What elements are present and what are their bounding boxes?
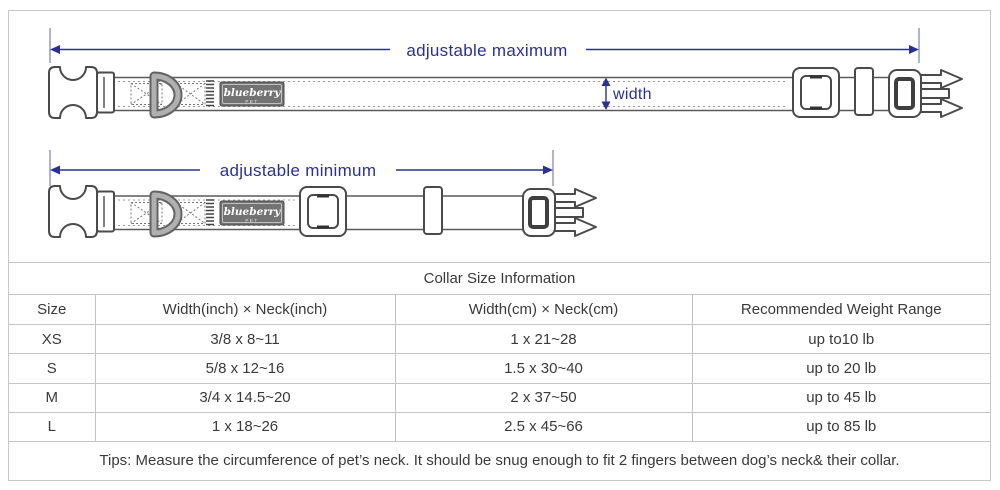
content-frame: adjustable maximum	[8, 10, 991, 481]
table-row-xs: XS 3/8 x 8~11 1 x 21~28 up to10 lb	[8, 324, 991, 355]
table-row-l: L 1 x 18~26 2.5 x 45~66 up to 85 lb	[8, 411, 991, 443]
cell-cm: 2.5 x 45~66	[394, 411, 693, 443]
min-dimension-label: adjustable minimum	[220, 161, 377, 180]
table-title-row: Collar Size Information	[8, 262, 991, 295]
collar-max-diagram: adjustable maximum	[48, 28, 963, 119]
side-release-buckle-female-icon	[48, 185, 115, 238]
keeper-loop-icon	[423, 186, 443, 235]
elastic-coil-icon	[206, 80, 214, 107]
brand-sub-text: PET	[245, 99, 258, 104]
table-tips-row: Tips: Measure the circumference of pet’s…	[8, 441, 991, 480]
d-ring-icon	[149, 190, 183, 238]
col-header-weight-range: Recommended Weight Range	[691, 293, 991, 326]
max-dimension-label: adjustable maximum	[406, 41, 567, 60]
cell-inch: 3/8 x 8~11	[94, 324, 396, 355]
cell-inch: 3/4 x 14.5~20	[94, 382, 396, 413]
cell-weight: up to10 lb	[691, 324, 991, 355]
cell-inch: 1 x 18~26	[94, 411, 396, 443]
table-title: Collar Size Information	[8, 262, 991, 295]
tips-text: Tips: Measure the circumference of pet’s…	[8, 441, 991, 480]
tri-glide-slider-icon	[792, 67, 840, 118]
side-release-buckle-male-icon	[522, 188, 597, 237]
brand-sub-text: PET	[245, 218, 258, 223]
side-release-buckle-male-icon	[888, 69, 963, 118]
width-dimension-label: width	[612, 86, 652, 103]
cell-size: S	[8, 353, 96, 384]
table-header-row: Size Width(inch) × Neck(inch) Width(cm) …	[8, 293, 991, 326]
collar-min-diagram: adjustable minimum	[48, 150, 597, 238]
brand-label: blueberry PET	[219, 200, 285, 226]
brand-name-text: blueberry	[224, 206, 282, 218]
size-table: Collar Size Information Size Width(inch)…	[8, 262, 991, 480]
elastic-coil-icon	[206, 199, 214, 226]
collar-diagrams-svg: adjustable maximum	[48, 28, 963, 238]
cell-weight: up to 85 lb	[691, 411, 991, 443]
cell-weight: up to 20 lb	[691, 353, 991, 384]
cell-size: XS	[8, 324, 96, 355]
col-header-width-neck-inch: Width(inch) × Neck(inch)	[94, 293, 396, 326]
side-release-buckle-female-icon	[48, 66, 115, 119]
collar-diagrams: adjustable maximum	[9, 11, 990, 263]
tri-glide-slider-icon	[299, 186, 347, 237]
col-header-width-neck-cm: Width(cm) × Neck(cm)	[394, 293, 693, 326]
cell-cm: 1.5 x 30~40	[394, 353, 693, 384]
cell-inch: 5/8 x 12~16	[94, 353, 396, 384]
table-row-m: M 3/4 x 14.5~20 2 x 37~50 up to 45 lb	[8, 382, 991, 413]
cell-size: M	[8, 382, 96, 413]
col-header-size: Size	[8, 293, 96, 326]
cell-cm: 1 x 21~28	[394, 324, 693, 355]
min-dimension-arrow	[49, 150, 554, 186]
cell-size: L	[8, 411, 96, 443]
table-row-s: S 5/8 x 12~16 1.5 x 30~40 up to 20 lb	[8, 353, 991, 384]
max-dimension-arrow	[49, 28, 920, 63]
brand-label: blueberry PET	[219, 81, 285, 107]
brand-name-text: blueberry	[224, 87, 282, 99]
keeper-loop-icon	[854, 67, 874, 116]
width-dimension-arrow	[601, 77, 611, 110]
cell-weight: up to 45 lb	[691, 382, 991, 413]
cell-cm: 2 x 37~50	[394, 382, 693, 413]
d-ring-icon	[149, 71, 183, 119]
